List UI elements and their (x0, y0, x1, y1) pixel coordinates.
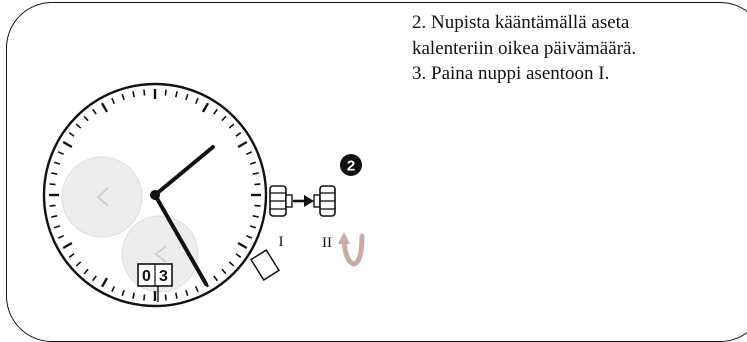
minute-tick (185, 93, 189, 101)
minute-tick (194, 286, 199, 293)
minute-tick (132, 292, 135, 299)
minute-tick (228, 261, 235, 267)
crown-position-1-label: I (279, 234, 284, 250)
case-marker (249, 249, 281, 281)
minute-tick (235, 253, 242, 258)
minute-tick (83, 115, 89, 122)
minute-tick (246, 234, 253, 239)
minute-tick (164, 89, 167, 96)
date-window: 0 3 (137, 263, 173, 302)
date-digit-1: 0 (142, 268, 151, 285)
watch-bezel (42, 82, 268, 308)
hand-pivot (150, 190, 160, 200)
watch-diagram: 0 3 I II 2 (42, 82, 365, 308)
minute-tick (100, 102, 109, 113)
minute-tick (201, 102, 210, 113)
step-badge-number: 2 (347, 158, 355, 175)
crown-position-2-label: II (322, 235, 332, 251)
hour-hand (153, 193, 208, 286)
minute-tick (68, 253, 75, 258)
instruction-line-1: 2. Nupista kääntämällä aseta (412, 12, 630, 33)
minute-tick (62, 241, 73, 250)
minute-tick (100, 277, 109, 288)
crown-position-1 (269, 185, 293, 217)
pull-arrow (293, 195, 314, 207)
minute-tick (49, 204, 56, 207)
minute-tick (254, 183, 261, 186)
minute-tick (75, 261, 82, 267)
minute-tick (53, 225, 61, 229)
minute-tick (235, 132, 242, 137)
step-badge: 2 (340, 154, 362, 176)
rotate-arrow-icon (341, 233, 365, 267)
minute-tick (252, 172, 259, 175)
date-digit-2: 3 (159, 268, 168, 285)
instruction-line-3: 3. Paina nuppi asentoon I. (412, 63, 610, 84)
minute-tick (132, 91, 135, 98)
minute-tick (228, 123, 235, 129)
minute-tick (237, 140, 248, 149)
minute-tick (92, 275, 97, 282)
minute-tick (252, 215, 259, 218)
minute-tick (221, 115, 227, 122)
minute-tick (53, 161, 61, 165)
minute-tick (143, 89, 146, 96)
minute-tick (213, 108, 218, 115)
minute-tick (121, 289, 125, 297)
minute-tick (249, 225, 257, 229)
subdial-left (61, 156, 143, 238)
minute-tick (121, 93, 125, 101)
minute-tick (49, 183, 56, 186)
minute-tick (83, 268, 89, 275)
instruction-line-2: kalenteriin oikea päivämäärä. (412, 37, 637, 59)
minute-tick (51, 172, 58, 175)
minute-tick (221, 268, 227, 275)
minute-tick (246, 151, 253, 156)
crown-position-2 (313, 185, 336, 217)
minute-tick (175, 91, 178, 98)
minute-tick (213, 275, 218, 282)
minute-tick (194, 97, 199, 104)
minute-tick (68, 132, 75, 137)
minute-tick (185, 289, 189, 297)
minute-tick (111, 286, 116, 293)
minute-tick (62, 140, 73, 149)
minute-tick (143, 294, 146, 301)
instruction-text: 2. Nupista kääntämällä aseta kalenteriin… (412, 10, 747, 87)
minute-tick (75, 123, 82, 129)
minute-tick (237, 241, 248, 250)
minute-tick (175, 292, 178, 299)
minute-tick (57, 234, 64, 239)
minute-tick (249, 161, 257, 165)
minute-hand (153, 145, 215, 197)
rotate-arrowhead (338, 232, 350, 244)
minute-tick (51, 215, 58, 218)
minute-tick (164, 294, 167, 301)
minute-tick (254, 204, 261, 207)
minute-tick (92, 108, 97, 115)
minute-tick (111, 97, 116, 104)
minute-tick (57, 151, 64, 156)
